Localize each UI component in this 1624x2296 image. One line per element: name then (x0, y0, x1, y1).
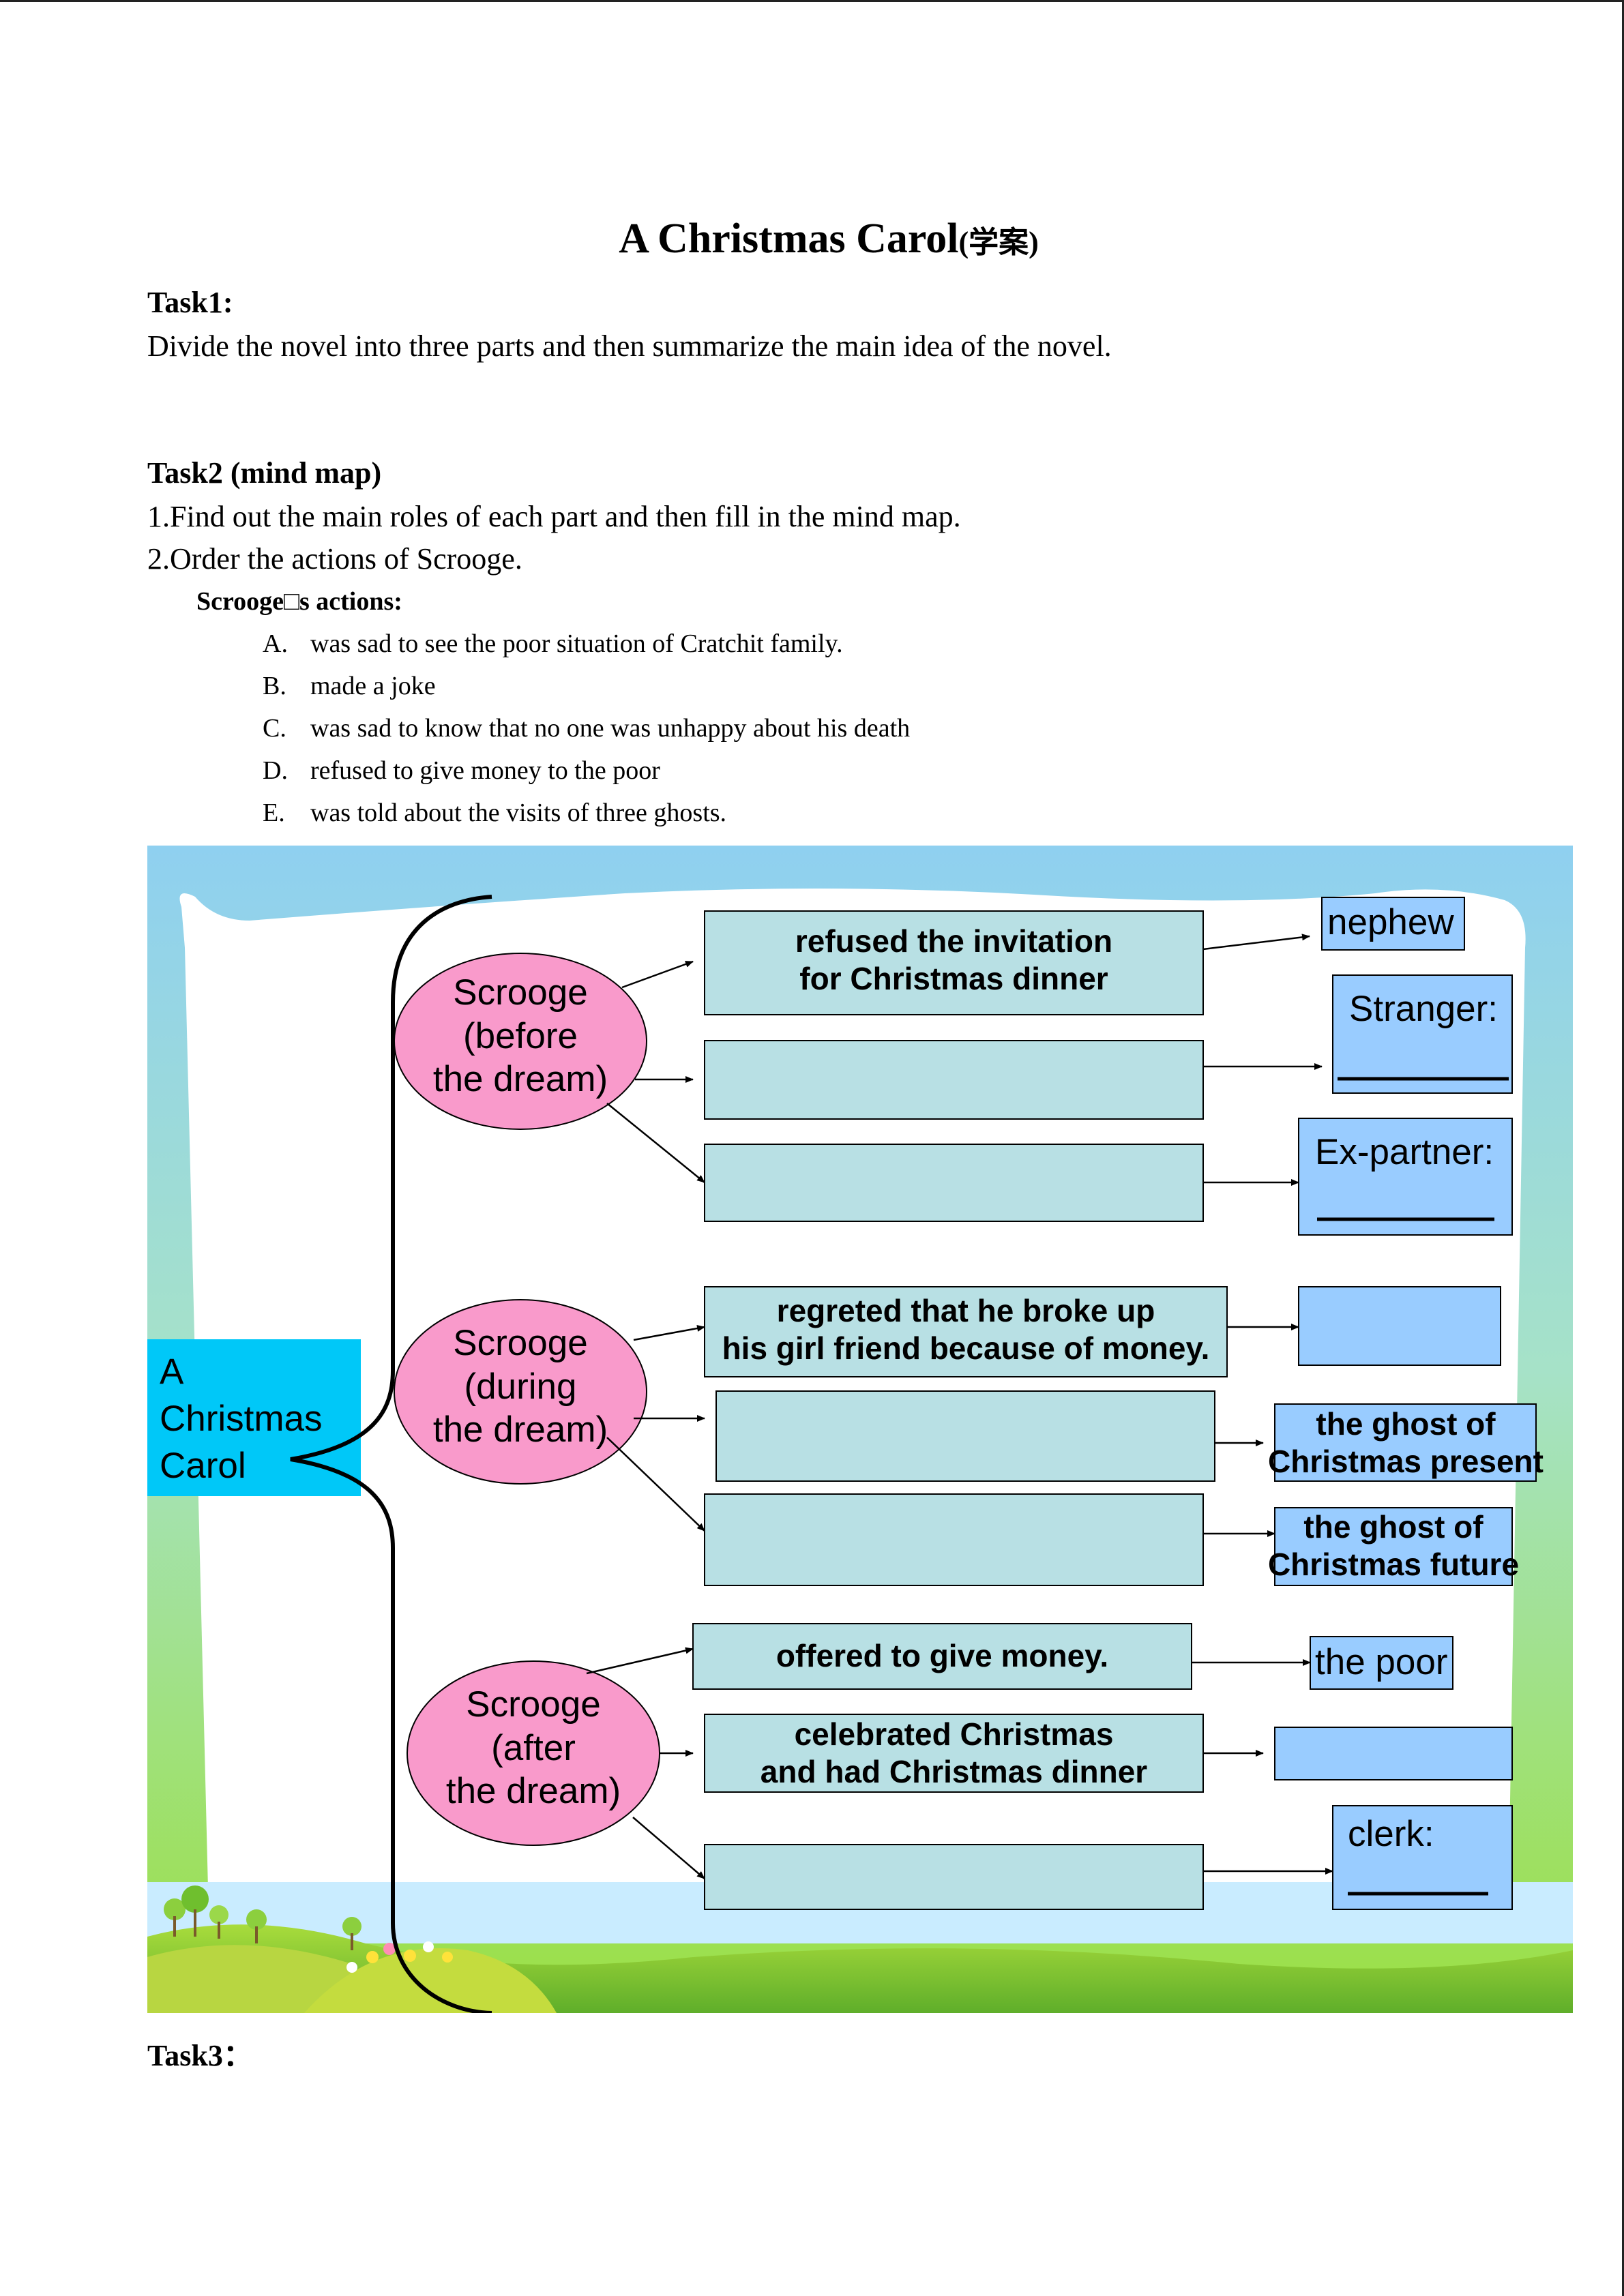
role-box-4 (1298, 1286, 1501, 1366)
action-item-e: E.was told about the visits of three gho… (263, 799, 727, 827)
arrow-o3-a9 (632, 1817, 705, 1879)
task3-heading: Task3： (147, 2039, 253, 2072)
action-box-9 (704, 1844, 1204, 1910)
action-item-c: C.was sad to know that no one was unhapp… (263, 714, 911, 743)
action-7-text: offered to give money. (776, 1638, 1109, 1673)
role-stranger: Stranger: (1349, 989, 1498, 1029)
action-4-text: regreted that he broke up his girl frien… (722, 1293, 1210, 1367)
title-cn: (学案) (958, 226, 1039, 259)
arrow-a1-r1 (1202, 934, 1310, 951)
hill-mid (304, 1948, 557, 2013)
page-top-border (0, 0, 1624, 2)
task2-line2: 2.Order the actions of Scrooge. (147, 542, 522, 576)
role-box-5 (1274, 1403, 1537, 1482)
page-right-border (1622, 0, 1624, 2296)
arrow-o2-a6 (606, 1437, 705, 1532)
flowers (346, 1941, 453, 1973)
task2-line1: 1.Find out the main roles of each part a… (147, 500, 961, 533)
role-box-3 (1298, 1118, 1513, 1236)
main-brace (290, 895, 492, 2013)
action-item-a: A.was sad to see the poor situation of C… (263, 629, 843, 658)
role-box-6 (1274, 1507, 1513, 1586)
root-label: A Christmas Carol (160, 1352, 323, 1486)
oval-during-label: Scrooge (during the dream) (432, 1323, 608, 1450)
mind-map-graphics (147, 846, 1573, 2013)
action-box-6 (704, 1493, 1204, 1586)
page-title: A Christmas Carol(学案) (0, 215, 1624, 263)
action-box-4 (704, 1286, 1228, 1377)
oval-before-label: Scrooge (before the dream) (432, 972, 608, 1100)
task1-text: Divide the novel into three parts and th… (147, 329, 1112, 363)
action-8-text: celebrated Christmas and had Christmas d… (760, 1716, 1148, 1790)
role-nephew: nephew (1327, 902, 1454, 942)
action-box-3 (704, 1144, 1204, 1222)
arrow-o2-a4 (633, 1325, 705, 1341)
mind-map: A Christmas Carol Scrooge (before the dr… (147, 846, 1573, 2013)
action-item-d: D.refused to give money to the poor (263, 756, 660, 785)
action-box-8 (704, 1714, 1204, 1793)
action-box-5 (715, 1390, 1215, 1482)
trees-left (164, 1885, 361, 1950)
action-item-b: B.made a joke (263, 672, 436, 700)
role-box-1 (1321, 897, 1465, 951)
action-1-text: refused the invitation for Christmas din… (795, 923, 1113, 997)
task2-heading: Task2 (mind map) (147, 456, 382, 490)
oval-before (394, 953, 647, 1130)
action-box-7 (692, 1623, 1192, 1690)
arrow-o1-a3 (606, 1103, 705, 1183)
role-box-2 (1332, 974, 1513, 1094)
action-box-1 (704, 910, 1204, 1015)
role-ghost-present: the ghost of Christmas present (1268, 1406, 1544, 1480)
role-expartner: Ex-partner: (1315, 1132, 1494, 1172)
arrow-o3-a7 (586, 1647, 694, 1675)
task1-heading: Task1: (147, 286, 233, 319)
role-box-8 (1274, 1727, 1513, 1780)
arrow-o1-a1 (621, 960, 694, 989)
action-box-2 (704, 1040, 1204, 1120)
root-box (147, 1339, 361, 1496)
role-ghost-future: the ghost of Christmas future (1267, 1509, 1520, 1583)
oval-during (394, 1299, 647, 1485)
title-main: A Christmas Carol (619, 215, 959, 262)
role-poor: the poor (1315, 1642, 1448, 1682)
actions-label: Scrooge□s actions: (196, 587, 402, 616)
oval-after-label: Scrooge (after the dream) (445, 1684, 621, 1812)
role-clerk: clerk: (1348, 1814, 1434, 1854)
